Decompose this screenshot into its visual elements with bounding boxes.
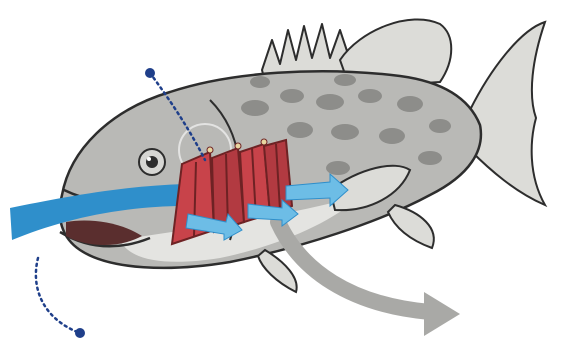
water-out-arrowhead bbox=[424, 292, 460, 336]
eye bbox=[139, 149, 165, 175]
gill-knob-1 bbox=[207, 147, 213, 153]
mouth-pointer-dot bbox=[75, 328, 85, 338]
gill-knob-3 bbox=[261, 139, 267, 145]
mouth-pointer-line bbox=[36, 258, 80, 333]
anal-fin bbox=[388, 205, 434, 248]
gill-knob-2 bbox=[235, 143, 241, 149]
tail-fin bbox=[470, 22, 545, 205]
gill-pointer-dot bbox=[145, 68, 155, 78]
